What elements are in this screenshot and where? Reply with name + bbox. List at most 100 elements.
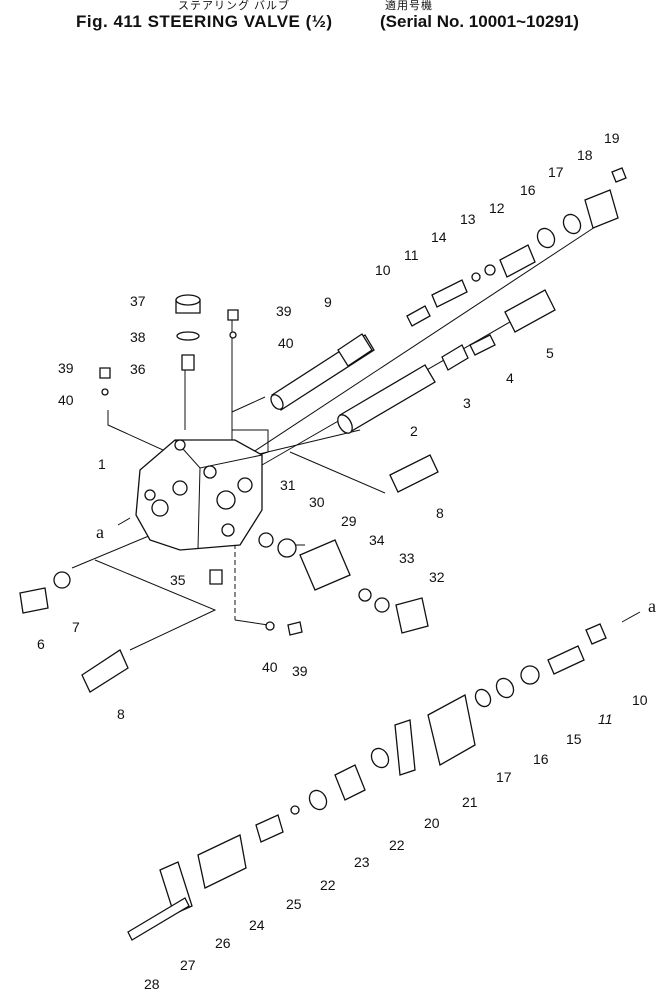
part-label: 24 — [249, 917, 265, 933]
part-label: 18 — [577, 147, 593, 163]
part-label: 38 — [130, 329, 146, 345]
part-labels: 19 18 17 16 12 13 14 11 10 9 37 39 38 40… — [37, 130, 648, 991]
part-label: 25 — [286, 896, 302, 912]
serial-range: (Serial No. 10001~10291) — [380, 12, 579, 31]
part-label: 26 — [215, 935, 231, 951]
o-ring-40-left — [101, 388, 109, 396]
plug-39-left — [99, 367, 111, 379]
part-label: 39 — [276, 303, 292, 319]
part-label: 17 — [496, 769, 512, 785]
part-label: 23 — [354, 854, 370, 870]
ring-14 — [471, 272, 481, 282]
collar-16-upper — [536, 227, 556, 249]
o-ring-40-top — [229, 331, 237, 339]
bolt-28 — [127, 897, 190, 941]
figure-title: Fig. 411 STEERING VALVE (½) — [76, 12, 333, 31]
part-label: 8 — [436, 505, 444, 521]
relief-valve-8-upper — [389, 454, 439, 493]
part-label: 40 — [278, 335, 294, 351]
part-label: 39 — [292, 663, 308, 679]
part-label: 40 — [262, 659, 278, 675]
part-label: 4 — [506, 370, 514, 386]
part-label: 16 — [520, 182, 536, 198]
ring-13 — [484, 264, 496, 276]
o-ring-7 — [53, 571, 71, 589]
part-label: 10 — [632, 692, 648, 708]
spool-9 — [270, 333, 375, 411]
part-label: 1 — [98, 456, 106, 472]
bolt-24 — [255, 814, 284, 843]
part-label: 35 — [170, 572, 186, 588]
cap-32 — [395, 597, 429, 634]
section-marker-left: a — [96, 522, 104, 542]
part-label: 30 — [309, 494, 325, 510]
detent-21 — [427, 694, 476, 766]
spool-2 — [337, 364, 436, 434]
part-label: 6 — [37, 636, 45, 652]
cover-18 — [584, 189, 619, 229]
part-label: 3 — [463, 395, 471, 411]
spring-11-lower — [547, 645, 585, 675]
retainer-22-upper — [370, 747, 390, 769]
seat-15 — [520, 665, 540, 685]
part-label: 11 — [598, 711, 613, 727]
title-japanese: ステアリング バルブ — [178, 0, 291, 12]
ring-31 — [258, 532, 274, 548]
part-label: 17 — [548, 164, 564, 180]
fitting-36 — [181, 354, 195, 371]
spring-11-upper — [431, 279, 468, 308]
o-ring-25 — [290, 805, 300, 815]
plug-39-top — [227, 309, 239, 321]
collar-17-lower — [474, 688, 492, 708]
seat-10-upper — [406, 305, 431, 327]
plug-6 — [19, 587, 49, 614]
part-label: 29 — [341, 513, 357, 529]
o-ring-40-lower — [265, 621, 275, 631]
collar-16-lower — [495, 677, 515, 699]
spring-23 — [334, 764, 366, 801]
part-label: 31 — [280, 477, 296, 493]
part-label: 20 — [424, 815, 440, 831]
retainer-22-lower — [308, 789, 328, 811]
o-ring-38 — [176, 331, 200, 341]
collar-17-upper — [562, 213, 582, 235]
section-marker-right: a — [648, 596, 656, 616]
part-label: 15 — [566, 731, 582, 747]
part-label: 33 — [399, 550, 415, 566]
relief-valve-8-lower — [81, 649, 129, 693]
part-label: 19 — [604, 130, 620, 146]
part-label: 10 — [375, 262, 391, 278]
valve-body — [135, 439, 263, 551]
marker-arrow-left — [117, 517, 131, 526]
part-label: 21 — [462, 794, 478, 810]
part-label: 2 — [410, 423, 418, 439]
seat-10-lower — [585, 623, 607, 645]
nut-12 — [499, 244, 536, 278]
ring-33 — [374, 597, 390, 613]
part-label: 28 — [144, 976, 160, 991]
part-label: 39 — [58, 360, 74, 376]
o-ring-34 — [358, 588, 372, 602]
part-label: 36 — [130, 361, 146, 377]
valve-5 — [504, 289, 556, 333]
part-label: 34 — [369, 532, 385, 548]
part-label: 22 — [320, 877, 336, 893]
part-label: 14 — [431, 229, 447, 245]
part-label: 9 — [324, 294, 332, 310]
assembly-lines — [71, 224, 599, 651]
plate-20 — [394, 719, 416, 776]
part-3 — [441, 344, 469, 371]
part-label: 40 — [58, 392, 74, 408]
part-label: 12 — [489, 200, 505, 216]
part-label: 13 — [460, 211, 476, 227]
part-label: 16 — [533, 751, 549, 767]
part-label: 22 — [389, 837, 405, 853]
plug-39-lower — [287, 621, 303, 636]
plug-29 — [299, 539, 351, 591]
serial-japanese: 適用号機 — [385, 0, 433, 12]
plug-37 — [175, 294, 201, 314]
part-label: 11 — [404, 247, 419, 263]
spring-4 — [469, 334, 496, 356]
part-label: 27 — [180, 957, 196, 973]
